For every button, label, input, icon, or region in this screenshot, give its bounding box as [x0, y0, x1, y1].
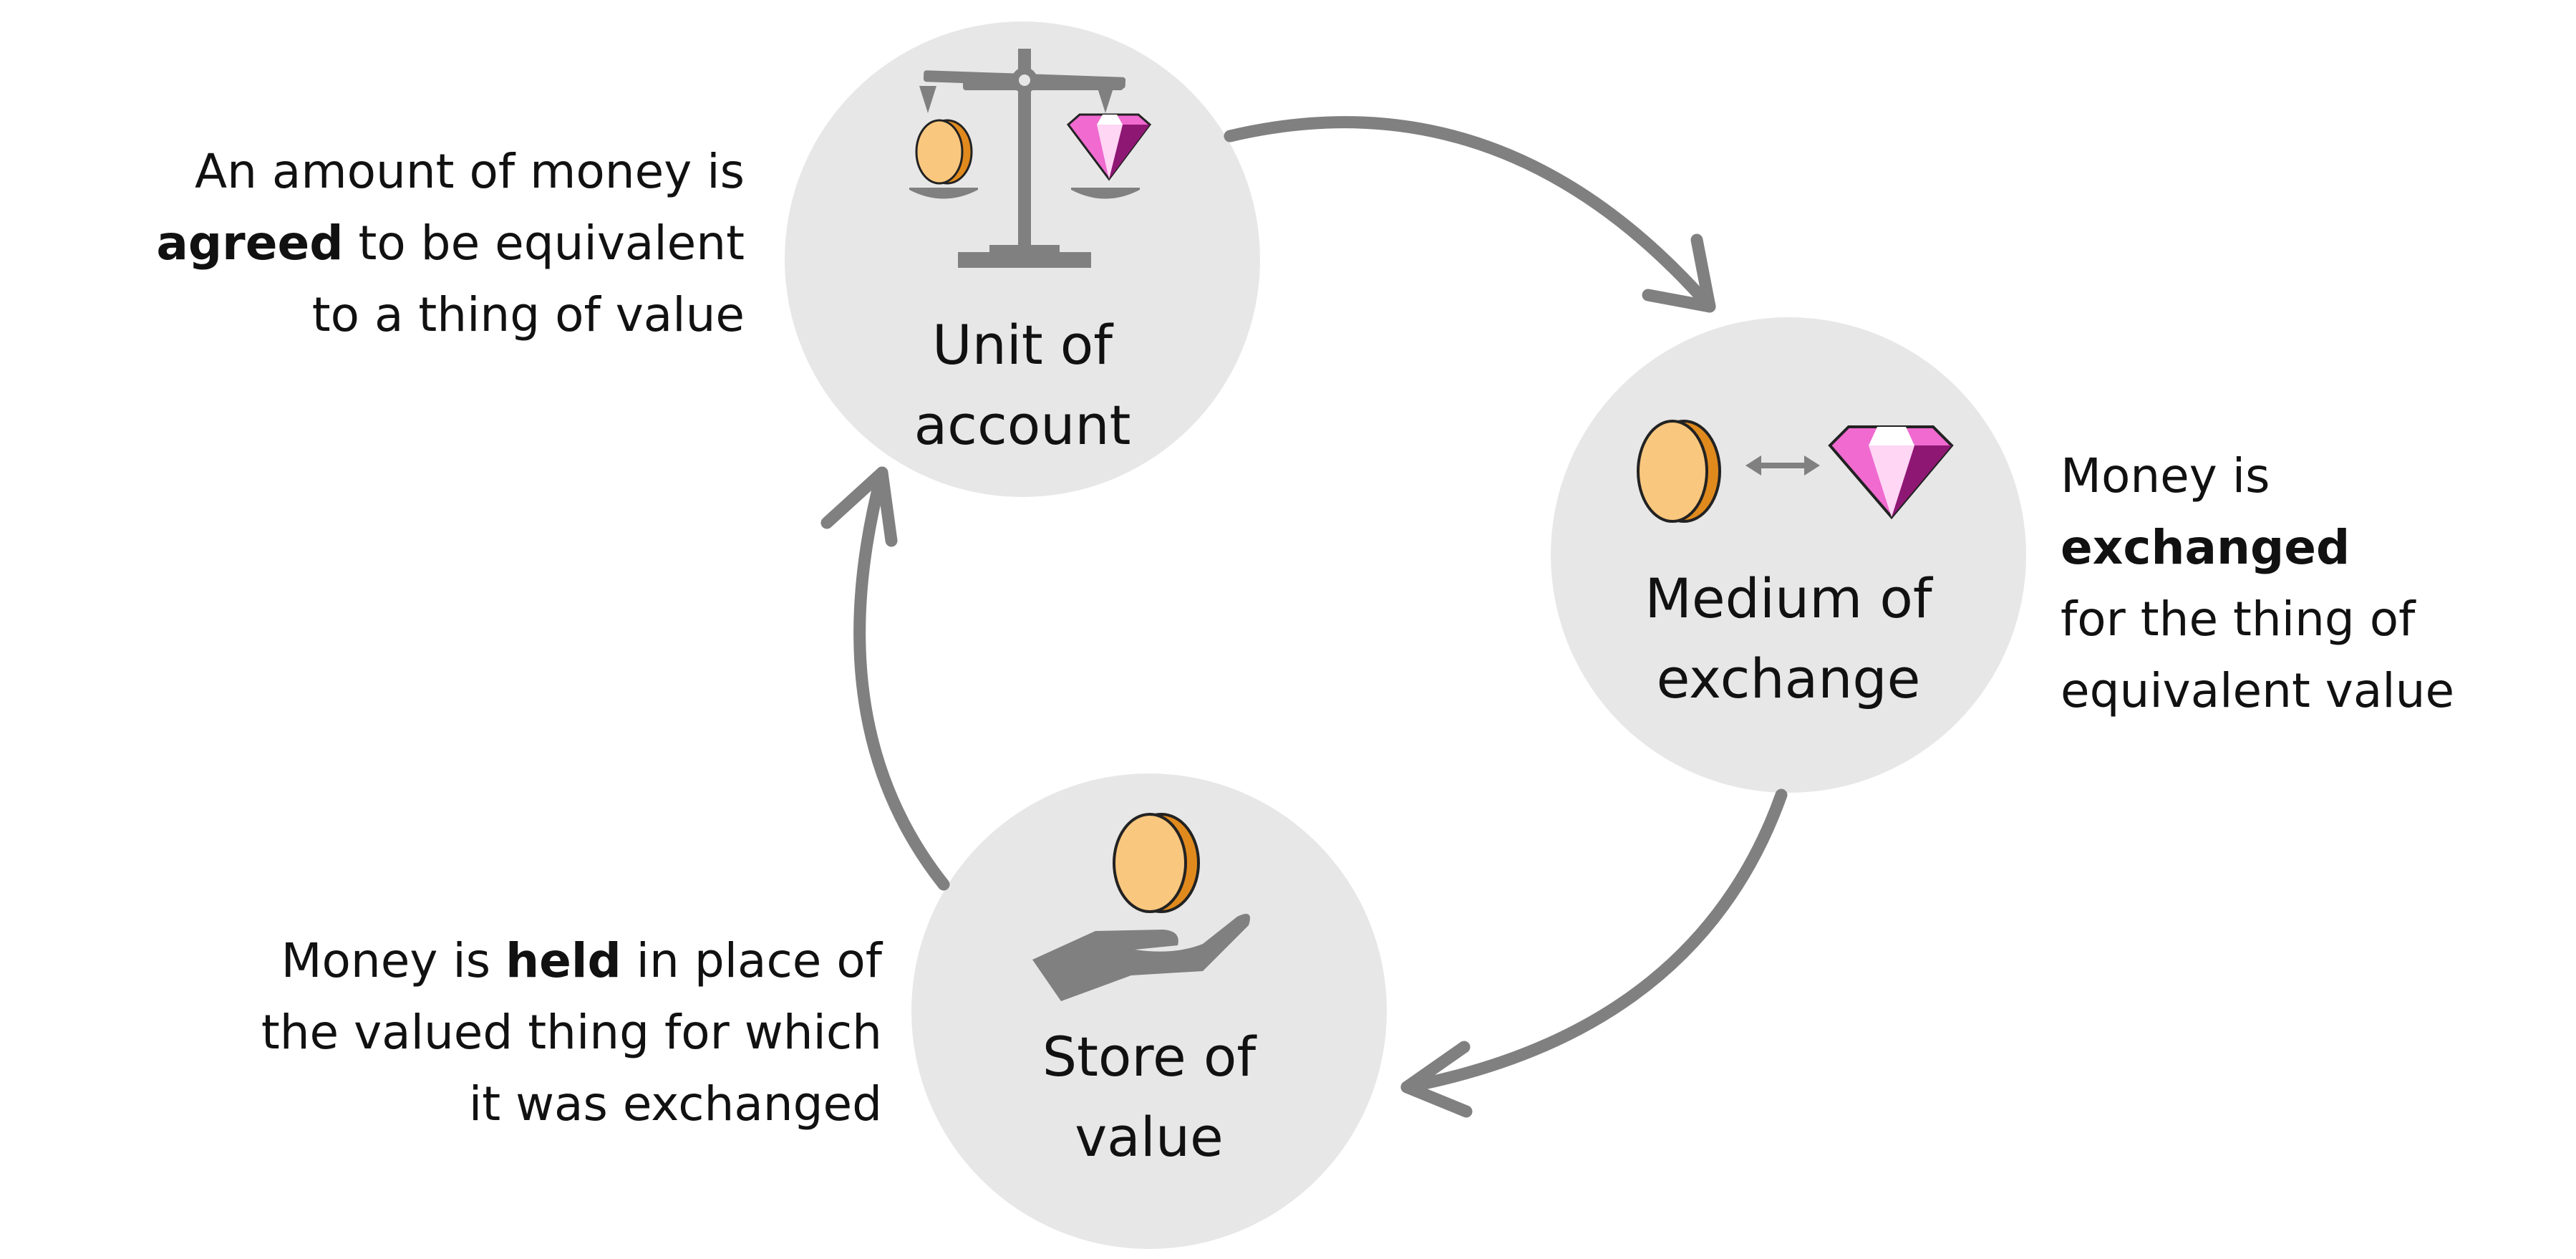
store-of-value-desc-line1-pre: Money is	[281, 933, 506, 988]
store-of-value-description: Money is held in place of the valued thi…	[215, 925, 882, 1140]
held-emphasis: held	[505, 933, 621, 988]
double-arrow-icon	[1745, 455, 1820, 476]
medium-of-exchange-desc-line2: for the thing of	[2061, 592, 2416, 647]
arrow-store-to-unit	[820, 466, 950, 891]
medium-of-exchange-desc-line1-pre: Money is	[2061, 448, 2270, 503]
agreed-emphasis: agreed	[156, 216, 344, 271]
exchanged-emphasis: exchanged	[2061, 520, 2350, 575]
medium-of-exchange-desc-line1: Money is exchanged	[2061, 440, 2562, 584]
medium-of-exchange-label: Medium of exchange	[1609, 559, 1967, 719]
hand-holding-coin-icon	[1032, 813, 1250, 1001]
arrow-unit-to-medium	[1224, 116, 1716, 313]
unit-of-account-description: An amount of money is agreed to be equiv…	[115, 136, 745, 351]
unit-of-account-label-line2: account	[914, 393, 1131, 457]
store-of-value-circle	[911, 773, 1387, 1249]
medium-of-exchange-label-line2: exchange	[1656, 647, 1921, 710]
unit-of-account-label: Unit of account	[879, 305, 1166, 466]
coin-exchange-gem-icon	[1637, 420, 1954, 523]
medium-of-exchange-desc-line3: equivalent value	[2061, 663, 2455, 718]
unit-of-account-label-line1: Unit of	[931, 313, 1113, 377]
store-of-value-desc-line1: Money is held in place of	[215, 925, 882, 997]
store-of-value-label: Store of value	[1006, 1017, 1292, 1177]
unit-of-account-desc-line2-rest: to be equivalent	[343, 216, 745, 271]
arrow-medium-to-store	[1400, 788, 1788, 1118]
medium-of-exchange-description: Money is exchanged for the thing of equi…	[2061, 440, 2562, 727]
medium-of-exchange-label-line1: Medium of	[1645, 566, 1932, 630]
balance-scale-icon	[909, 49, 1152, 268]
store-of-value-desc-line2: the valued thing for which	[261, 1005, 882, 1060]
unit-of-account-desc-line3: to a thing of value	[311, 287, 745, 342]
store-of-value-label-line1: Store of	[1042, 1025, 1256, 1089]
unit-of-account-desc-line1: An amount of money is	[194, 144, 745, 199]
medium-of-exchange-circle	[1551, 317, 2026, 793]
store-of-value-desc-line1-post: in place of	[621, 933, 882, 988]
store-of-value-label-line2: value	[1075, 1105, 1224, 1169]
unit-of-account-desc-line2: agreed to be equivalent	[115, 208, 745, 279]
store-of-value-desc-line3: it was exchanged	[468, 1076, 882, 1132]
